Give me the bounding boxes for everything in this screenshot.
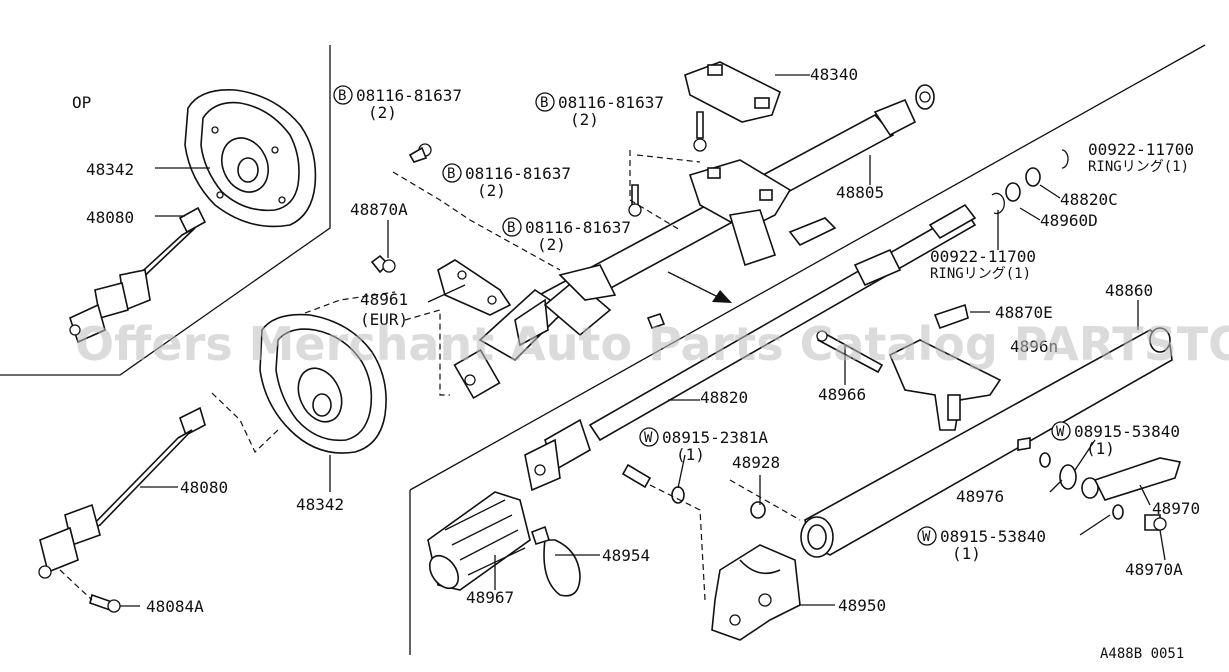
label-48870A: 48870A — [350, 200, 408, 219]
label-48340: 48340 — [810, 65, 858, 84]
band-48954 — [530, 525, 581, 597]
bolt-1-qty: (2) — [368, 103, 397, 122]
bolt-callout-3: B 08116-81637 (2) — [442, 163, 571, 200]
shaft-48080-lower — [38, 406, 206, 613]
part-labels: OP 48342 48080 48870A 48961 (EUR) 48342 … — [72, 65, 1200, 662]
bracket-4896n — [888, 303, 1002, 431]
bolt-2-number: 08116-81637 — [558, 93, 664, 112]
lever-48970 — [1017, 437, 1182, 531]
jacket-48860 — [800, 327, 1173, 558]
label-48976: 48976 — [956, 487, 1004, 506]
watermark-text: Offers Merchant Auto Parts Catalog PARTS… — [75, 317, 1229, 371]
washer-1-qty: (1) — [676, 445, 705, 464]
bracket-48805 — [688, 159, 837, 267]
bolt-4-prefix: B — [507, 220, 515, 236]
label-48820: 48820 — [700, 388, 748, 407]
label-48950: 48950 — [838, 596, 886, 615]
boot-lower-column — [453, 264, 617, 400]
washer-3-qty: (1) — [952, 544, 981, 563]
label-48966: 48966 — [818, 385, 866, 404]
bolt-1-number: 08116-81637 — [356, 86, 462, 105]
bolt-08915-2381A — [621, 463, 685, 504]
label-48967: 48967 — [466, 588, 514, 607]
label-ring2-number: 00922-11700 — [930, 247, 1036, 266]
bracket-48961 — [437, 259, 512, 316]
washer-48928 — [750, 501, 766, 519]
washer-2-qty: (1) — [1086, 439, 1115, 458]
cover-48342-upper — [184, 89, 317, 228]
bolt-3-qty: (2) — [477, 181, 506, 200]
label-ring1-number: 00922-11700 — [1088, 140, 1194, 159]
label-48084A: 48084A — [146, 597, 204, 616]
label-48961: 48961 — [360, 290, 408, 309]
label-48960D: 48960D — [1040, 211, 1098, 230]
label-48820C: 48820C — [1060, 190, 1118, 209]
washer-callout-2: W 08915-53840 (1) — [1051, 421, 1180, 458]
bolt-1-prefix: B — [338, 88, 346, 104]
leader-lines — [120, 74, 1166, 607]
label-48805: 48805 — [836, 183, 884, 202]
screw-48870A — [370, 254, 396, 274]
washer-1-number: 08915-2381A — [662, 428, 768, 447]
shaft-48080-upper — [69, 206, 207, 344]
bolt-callout-4: B 08116-81637 (2) — [502, 217, 631, 254]
op-label: OP — [72, 93, 91, 112]
diagram-code: A488B 0051 — [1100, 646, 1184, 662]
label-ring2-text: RINGリング(1) — [930, 266, 1031, 282]
washer-3-prefix: W — [922, 529, 931, 545]
bolt-4-qty: (2) — [537, 235, 566, 254]
washer-callout-3: W 08915-53840 (1) — [917, 526, 1046, 563]
bracket-48950 — [711, 544, 801, 641]
bolt-2-qty: (2) — [570, 110, 599, 129]
bolt-callout-2: B 08116-81637 (2) — [535, 92, 664, 129]
label-48928: 48928 — [732, 453, 780, 472]
washer-1-prefix: W — [644, 430, 653, 446]
shaft-48820 — [524, 203, 977, 492]
label-4896n: 4896n — [1010, 337, 1058, 356]
direction-arrow — [667, 271, 732, 303]
washer-3-number: 08915-53840 — [940, 527, 1046, 546]
washer-2-number: 08915-53840 — [1074, 422, 1180, 441]
cover-48342-lower — [259, 313, 387, 454]
bolts-08116 — [408, 111, 707, 329]
bolt-3-number: 08116-81637 — [465, 164, 571, 183]
washer-callout-1: W 08915-2381A (1) — [639, 427, 768, 464]
label-48970A: 48970A — [1125, 560, 1183, 579]
rings-right-top — [991, 149, 1069, 215]
label-48860: 48860 — [1105, 281, 1153, 300]
section-lines — [0, 44, 1206, 655]
label-48080-top: 48080 — [86, 208, 134, 227]
bolt-4-number: 08116-81637 — [525, 218, 631, 237]
label-48342-top: 48342 — [86, 160, 134, 179]
label-48080-bottom: 48080 — [180, 478, 228, 497]
washer-2-prefix: W — [1056, 424, 1065, 440]
boot-48967 — [427, 491, 531, 591]
label-ring1-text: RINGリング(1) — [1088, 159, 1189, 175]
bolt-3-prefix: B — [447, 166, 455, 182]
label-eur: (EUR) — [360, 310, 408, 329]
label-48970: 48970 — [1152, 499, 1200, 518]
bolt-2-prefix: B — [540, 95, 548, 111]
bolt-callout-1: B 08116-81637 (2) — [333, 85, 462, 122]
label-48342-bottom: 48342 — [296, 495, 344, 514]
label-48870E: 48870E — [995, 303, 1053, 322]
rod-48966 — [816, 330, 884, 374]
label-48954: 48954 — [602, 546, 650, 565]
clamp-48340 — [684, 61, 781, 123]
